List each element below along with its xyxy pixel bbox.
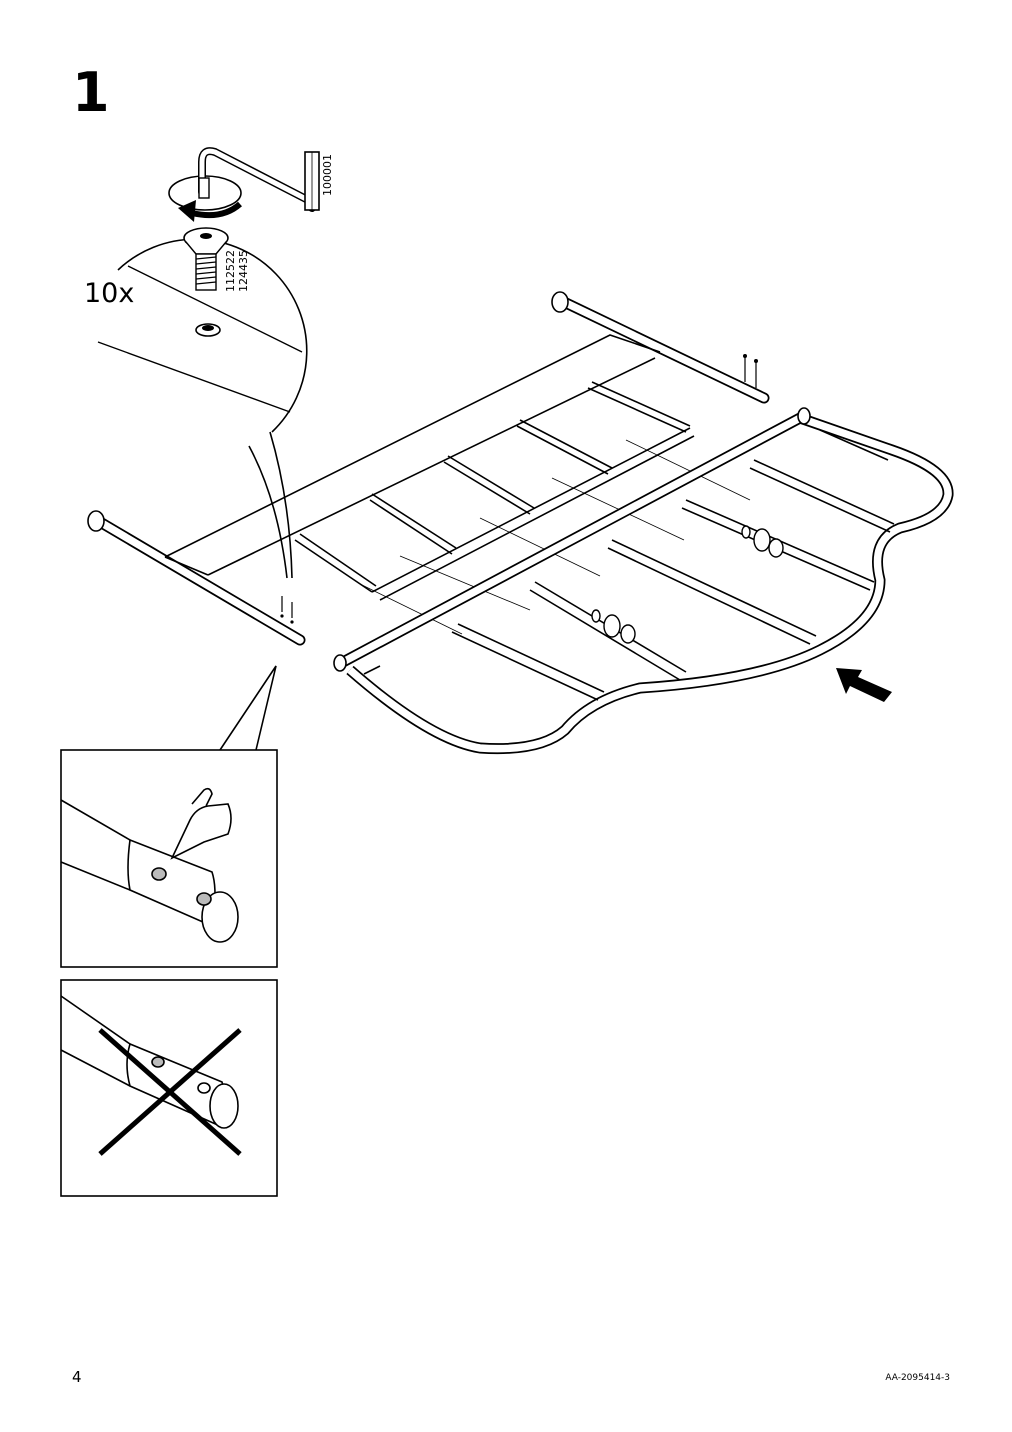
- right-rod: [551, 291, 770, 404]
- allen-key-icon: [168, 147, 320, 212]
- page-number: 4: [72, 1368, 82, 1386]
- step-number: 1: [72, 61, 110, 124]
- detail-callout-pointer: [219, 665, 277, 751]
- direction-arrow-icon: [836, 668, 892, 702]
- pointing-hand-icon: [170, 787, 232, 860]
- correct-detail-box: [60, 749, 278, 968]
- cross-mark-icon: [98, 1028, 242, 1156]
- screw-quantity: 10x: [84, 278, 135, 309]
- incorrect-detail-box: [60, 979, 278, 1197]
- document-code: AA-2095414-3: [885, 1373, 950, 1383]
- footboard-frame: [333, 407, 954, 755]
- rotate-arrow-icon: [178, 200, 242, 222]
- bed-side-panel: [164, 334, 695, 601]
- screw-icon: [183, 227, 229, 291]
- left-rod: [87, 510, 306, 646]
- zoom-callout: [97, 238, 308, 579]
